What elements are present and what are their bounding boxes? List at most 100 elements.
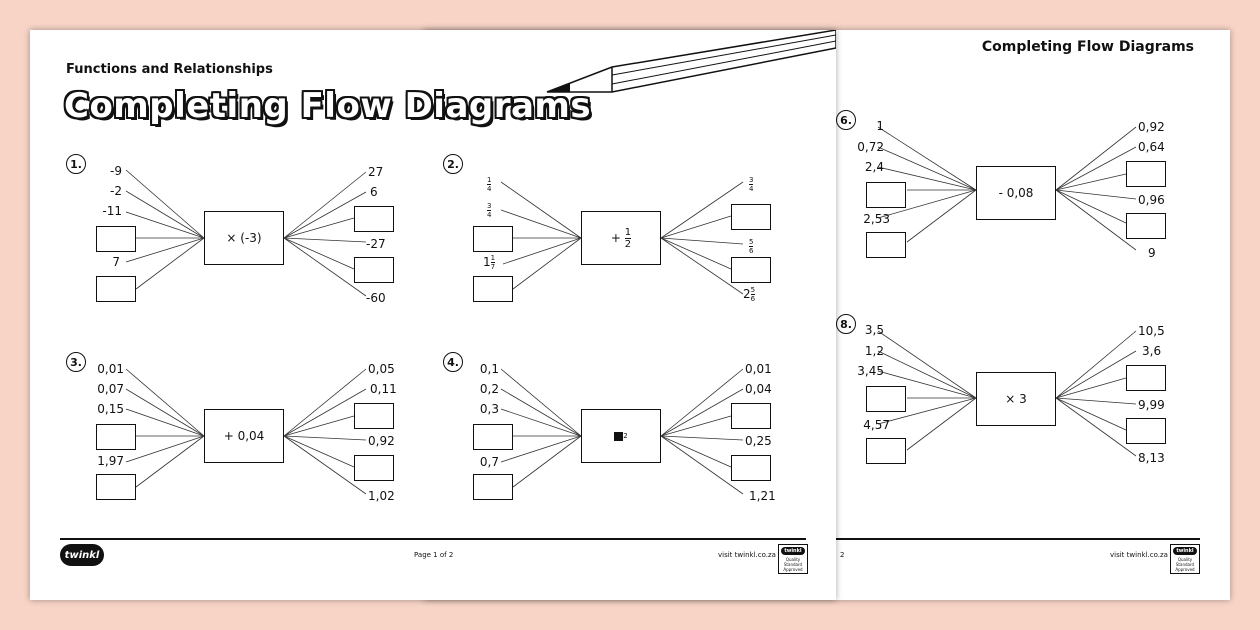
twinkl-logo: twinkl bbox=[60, 544, 104, 566]
function-rule: × 3 bbox=[1005, 392, 1027, 406]
answer-box[interactable] bbox=[473, 226, 513, 252]
answer-box[interactable] bbox=[1126, 418, 1166, 444]
input-value: 2,4 bbox=[864, 160, 884, 174]
denominator: 2 bbox=[624, 237, 632, 250]
badge-brand: twinkl bbox=[781, 547, 805, 555]
worksheet-title: Completing Flow Diagrams bbox=[64, 86, 592, 126]
connector-lines bbox=[125, 368, 367, 495]
denominator: 4 bbox=[749, 184, 754, 193]
denominator: 4 bbox=[487, 210, 492, 219]
answer-box[interactable] bbox=[866, 386, 906, 412]
function-rule-box: × (-3) bbox=[204, 211, 284, 265]
numerator: 5 bbox=[749, 238, 754, 246]
flow-diagram-6: 6. 1 0,72 2,4 2,53 - 0,08 0,92 0,64 0,96… bbox=[836, 110, 1176, 270]
input-value: 0,7 bbox=[479, 455, 499, 469]
input-value: -2 bbox=[110, 184, 122, 198]
answer-box[interactable] bbox=[354, 206, 394, 232]
answer-box[interactable] bbox=[866, 438, 906, 464]
whole-number: 2 bbox=[743, 287, 751, 301]
input-value: 3,45 bbox=[857, 364, 884, 378]
quality-badge: twinkl Quality Standard Approved bbox=[778, 544, 808, 574]
answer-box[interactable] bbox=[731, 204, 771, 230]
input-value: 2,53 bbox=[863, 212, 890, 226]
answer-box[interactable] bbox=[96, 226, 136, 252]
problem-number-2: 2. bbox=[443, 154, 463, 174]
output-value: 0,92 bbox=[368, 434, 395, 448]
worksheet-page-1: Functions and Relationships Completing F… bbox=[30, 30, 836, 600]
answer-box[interactable] bbox=[96, 474, 136, 500]
denominator: 6 bbox=[749, 246, 754, 255]
input-value: 4,57 bbox=[863, 418, 890, 432]
answer-box[interactable] bbox=[731, 257, 771, 283]
answer-box[interactable] bbox=[1126, 213, 1166, 239]
function-rule: × (-3) bbox=[226, 231, 262, 245]
connector-lines bbox=[877, 126, 1137, 251]
numerator: 1 bbox=[490, 254, 496, 262]
answer-box[interactable] bbox=[473, 424, 513, 450]
page-number: Page 1 of 2 bbox=[414, 551, 454, 559]
output-value: 9 bbox=[1148, 246, 1156, 260]
numerator: 1 bbox=[624, 226, 632, 238]
answer-box[interactable] bbox=[96, 424, 136, 450]
output-value: 27 bbox=[368, 165, 384, 179]
flow-diagram-4: 4. 0,1 0,2 0,3 0,7 2 0,01 0,04 0,25 1,21 bbox=[443, 352, 783, 512]
answer-box[interactable] bbox=[354, 455, 394, 481]
badge-brand: twinkl bbox=[1173, 547, 1197, 555]
input-value: 0,72 bbox=[857, 140, 884, 154]
flow-diagram-8: 8. 3,5 1,2 3,45 4,57 × 3 10,5 3,6 9,99 8… bbox=[836, 314, 1176, 474]
output-value: 0,01 bbox=[745, 362, 772, 376]
worksheet-subtitle: Functions and Relationships bbox=[66, 62, 273, 77]
answer-box[interactable] bbox=[473, 276, 513, 302]
answer-box[interactable] bbox=[354, 257, 394, 283]
input-value: 0,3 bbox=[479, 402, 499, 416]
quality-badge: twinkl Quality Standard Approved bbox=[1170, 544, 1200, 574]
answer-box[interactable] bbox=[731, 455, 771, 481]
badge-text: Quality Standard Approved bbox=[1175, 557, 1195, 572]
site-url[interactable]: visit twinkl.co.za bbox=[718, 551, 776, 559]
site-url[interactable]: visit twinkl.co.za bbox=[1110, 551, 1168, 559]
function-rule-box: + 0,04 bbox=[204, 409, 284, 463]
output-value: 1,02 bbox=[368, 489, 395, 503]
output-value: 8,13 bbox=[1138, 451, 1165, 465]
function-rule: + 0,04 bbox=[223, 429, 265, 443]
input-value: 0,1 bbox=[479, 362, 499, 376]
input-value: 0,2 bbox=[479, 382, 499, 396]
flow-diagram-1: 1. -9 -2 -11 7 × (-3) 27 6 -27 -60 bbox=[66, 154, 406, 314]
input-value: 7 bbox=[112, 255, 120, 269]
answer-box[interactable] bbox=[1126, 161, 1166, 187]
output-value: 0,64 bbox=[1138, 140, 1165, 154]
input-value: 0,01 bbox=[97, 362, 124, 376]
answer-box[interactable] bbox=[731, 403, 771, 429]
answer-box[interactable] bbox=[473, 474, 513, 500]
output-value: 0,92 bbox=[1138, 120, 1165, 134]
input-value: -11 bbox=[102, 204, 122, 218]
badge-text: Quality Standard Approved bbox=[783, 557, 803, 572]
exponent: 2 bbox=[623, 432, 628, 440]
denominator: 4 bbox=[487, 184, 492, 193]
function-rule: - 0,08 bbox=[998, 186, 1034, 200]
function-rule-box: × 3 bbox=[976, 372, 1056, 426]
problem-number-6: 6. bbox=[836, 110, 856, 130]
function-rule-box: 2 bbox=[581, 409, 661, 463]
input-value: 3,5 bbox=[864, 323, 884, 337]
page-2-title: Completing Flow Diagrams bbox=[981, 39, 1194, 55]
problem-number-1: 1. bbox=[66, 154, 86, 174]
output-value: 0,25 bbox=[745, 434, 772, 448]
answer-box[interactable] bbox=[1126, 365, 1166, 391]
connector-lines bbox=[500, 181, 744, 295]
numerator: 5 bbox=[750, 286, 756, 294]
output-value: -60 bbox=[366, 291, 386, 305]
answer-box[interactable] bbox=[96, 276, 136, 302]
connector-lines bbox=[125, 169, 367, 297]
answer-box[interactable] bbox=[354, 403, 394, 429]
output-value: 0,96 bbox=[1138, 193, 1165, 207]
input-value: 1,2 bbox=[864, 344, 884, 358]
answer-box[interactable] bbox=[866, 232, 906, 258]
pencil-icon bbox=[546, 30, 836, 93]
answer-box[interactable] bbox=[866, 182, 906, 208]
